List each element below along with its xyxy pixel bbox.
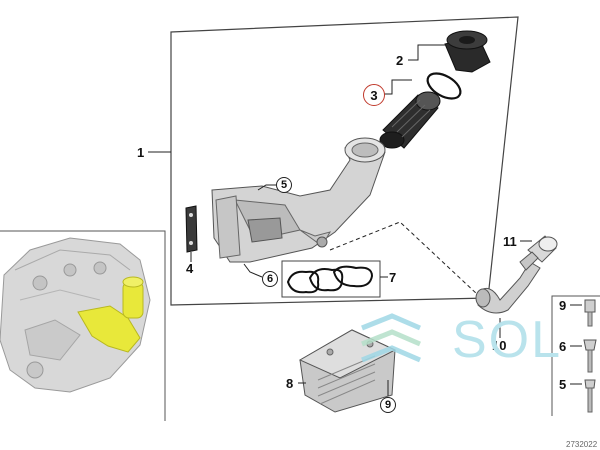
label-10: 10: [492, 338, 507, 353]
engine-inset: [0, 230, 166, 421]
o-ring: [426, 72, 462, 100]
label-8: 8: [286, 376, 294, 391]
label-6: 6: [262, 271, 278, 287]
label-5: 5: [276, 177, 292, 193]
label-1: 1: [137, 145, 145, 160]
side-label-5: 5: [559, 377, 567, 392]
filter-housing: [211, 137, 386, 263]
filter-cap: [444, 30, 491, 73]
gasket-set-7: [281, 260, 381, 298]
label-7: 7: [389, 270, 397, 285]
label-2: 2: [396, 53, 404, 68]
filter-element: [379, 91, 441, 149]
label-11: 11: [503, 234, 517, 249]
watermark-text: SOL: [452, 311, 563, 369]
label-4: 4: [186, 261, 194, 276]
watermark-logo-icon: [361, 313, 421, 363]
part-number: 2732022: [566, 440, 598, 449]
gasket-4: [185, 205, 198, 253]
pipe-10: [475, 261, 541, 338]
connector-11: [519, 235, 558, 271]
side-label-9: 9: [559, 298, 567, 313]
label-3: 3: [363, 84, 385, 106]
side-parts-panel: [551, 295, 600, 416]
highlighted-oil-filter-module: [77, 276, 144, 353]
side-label-6: 6: [559, 339, 567, 354]
label-9: 9: [380, 397, 396, 413]
